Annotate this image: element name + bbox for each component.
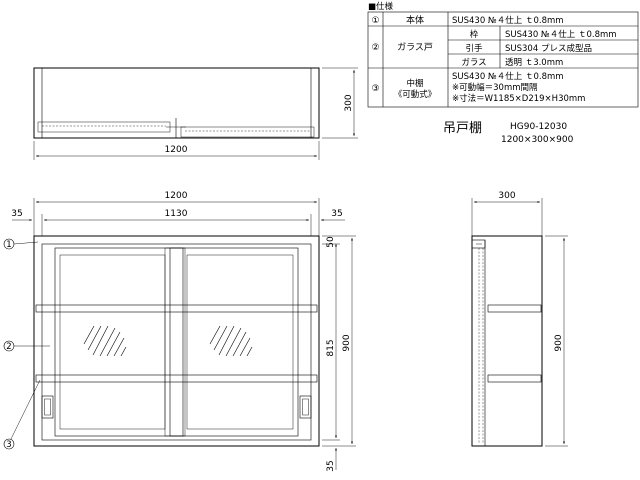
- top-width-label: 1200: [165, 145, 188, 155]
- spec-row3-text: SUS304 プレス成型品: [505, 43, 592, 54]
- spec-row2-num: ②: [371, 43, 379, 53]
- spec-table-border: [367, 11, 639, 108]
- svg-text:3: 3: [6, 440, 11, 450]
- front-mid-label: 815: [326, 339, 336, 356]
- side-height-label: 900: [554, 334, 564, 351]
- spec-row2-text: SUS430 №４仕上 ｔ0.8mm: [505, 29, 617, 40]
- side-shelf-lower: [487, 374, 542, 383]
- shelf-lower: [35, 374, 318, 383]
- product-model: HG90-12030: [510, 122, 567, 132]
- front-door-right-glass: [186, 254, 294, 430]
- product-title-block: 吊戸棚 HG90-12030 1200×300×900: [443, 121, 574, 145]
- glass-hatch-left: [83, 325, 127, 357]
- glass-hatch-right: [209, 325, 253, 357]
- svg-text:1: 1: [6, 240, 11, 250]
- spec-row2-sub: 枠: [470, 29, 479, 40]
- spec-row5-part2: 《可動式》: [394, 89, 437, 100]
- spec-row4-sub: ガラス: [461, 57, 486, 68]
- spec-row3-sub: 引手: [465, 43, 483, 54]
- spec-row4-text: 透明 ｔ3.0mm: [505, 57, 563, 68]
- spec-row5-text3: ※寸法＝W1185×D219×H30mm: [452, 93, 585, 104]
- top-view-body: [33, 67, 320, 139]
- top-depth-label: 300: [344, 94, 354, 111]
- front-door-left-glass: [59, 254, 166, 430]
- top-view: 300 1200: [33, 67, 358, 160]
- spec-row5-part: 中棚: [406, 78, 423, 89]
- spec-row5-text2: ※可動幅＝30mm間隔: [452, 82, 538, 93]
- front-door-left: [54, 247, 184, 437]
- spec-row1-num: ①: [371, 16, 379, 26]
- callout-3: 3: [3, 379, 41, 450]
- front-right-label: 35: [331, 209, 342, 219]
- front-height-label: 900: [342, 334, 352, 351]
- side-shelf-upper: [487, 304, 542, 313]
- side-body: [471, 235, 543, 447]
- side-depth-label: 300: [498, 191, 515, 201]
- spec-table: ■仕様 ① 本体 SUS430 №４仕上 ｔ0.8mm ② ガラス戸 枠 SUS…: [367, 1, 639, 108]
- front-view: 1200 1130 35 35: [3, 191, 356, 472]
- svg-text:2: 2: [6, 342, 11, 352]
- spec-header: ■仕様: [368, 1, 394, 12]
- handle-left: [41, 395, 54, 419]
- top-view-door-right: [180, 126, 315, 138]
- spec-row2-part: ガラス戸: [397, 42, 433, 53]
- product-name: 吊戸棚: [443, 121, 482, 136]
- side-view: 300 900: [471, 191, 568, 447]
- front-bottom-label: 35: [326, 460, 336, 471]
- callout-1: 1: [3, 238, 39, 250]
- front-inner-label: 1130: [165, 209, 188, 219]
- shelf-upper: [35, 304, 318, 313]
- handle-right: [299, 395, 312, 419]
- spec-row1-part: 本体: [406, 14, 424, 26]
- front-inner: [41, 243, 312, 441]
- spec-row5-text1: SUS430 №４仕上 ｔ0.8mm: [452, 71, 564, 82]
- top-view-door-left: [37, 121, 171, 133]
- spec-row1-text: SUS430 №４仕上 ｔ0.8mm: [452, 15, 564, 26]
- front-width-label: 1200: [165, 191, 188, 201]
- spec-row5-num: ③: [371, 84, 379, 94]
- front-body: [33, 235, 320, 447]
- callout-2: 2: [3, 340, 50, 352]
- product-size: 1200×300×900: [501, 135, 574, 145]
- front-left-label: 35: [11, 209, 22, 219]
- front-top-label: 50: [326, 236, 336, 248]
- front-door-right: [169, 247, 299, 437]
